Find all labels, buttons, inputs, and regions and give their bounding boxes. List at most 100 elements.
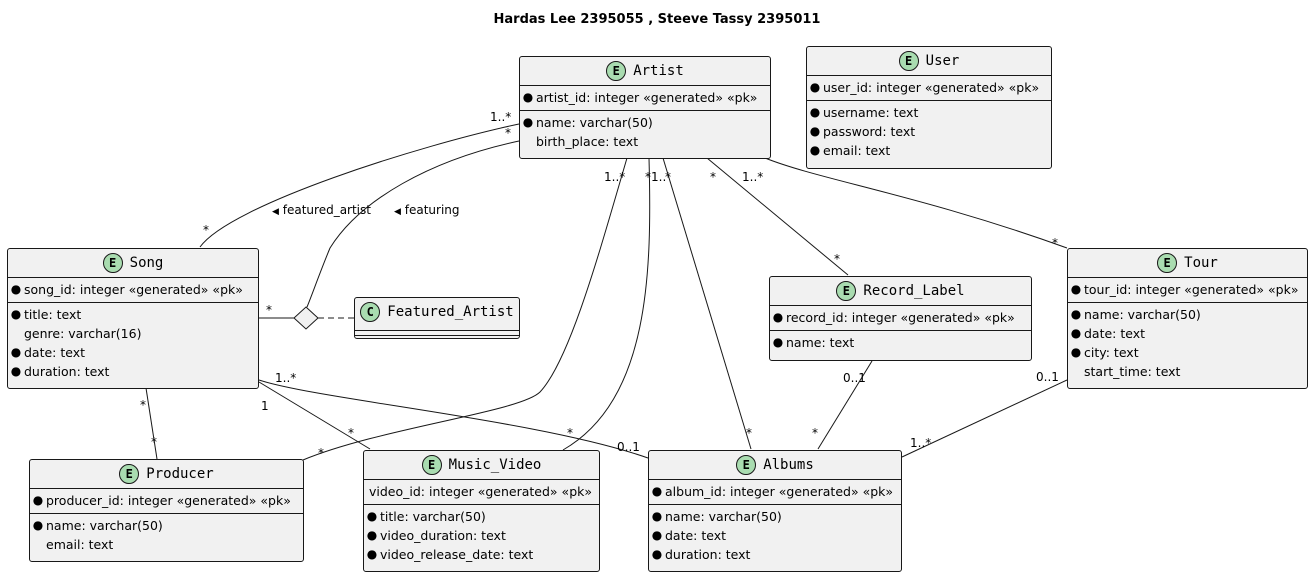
edge-tour-albums xyxy=(901,379,1068,458)
multiplicity-label: * xyxy=(567,426,573,440)
entity-record-label[interactable]: E Record_Label ●record_id: integer «gener… xyxy=(769,276,1032,361)
diagram-title: Hardas Lee 2395055 , Steeve Tassy 239501… xyxy=(493,12,821,27)
entity-name: Producer xyxy=(146,466,214,482)
attribute-row: ●video_release_date: text xyxy=(366,547,534,562)
entity-tour[interactable]: E Tour ●tour_id: integer «generated» «pk»… xyxy=(1067,248,1308,389)
multiplicity-label: * xyxy=(151,435,157,449)
attribute-row: ●title: text xyxy=(10,307,82,322)
attribute-row: ●title: varchar(50) xyxy=(366,509,486,524)
attribute-row: email: text xyxy=(46,537,114,552)
entity-name: Tour xyxy=(1184,255,1218,271)
edge-artist-record xyxy=(706,157,849,276)
entity-albums[interactable]: E Albums ●album_id: integer «generated» «… xyxy=(648,450,902,572)
edge-song-video xyxy=(258,381,371,450)
edge-record-albums xyxy=(817,360,873,450)
multiplicity-label: 1..* xyxy=(910,436,932,450)
attribute-row: ●artist_id: integer «generated» «pk» xyxy=(522,90,758,105)
attribute-row: ●email: text xyxy=(809,143,891,158)
entity-name: Record_Label xyxy=(863,283,965,299)
relation-label-featured-artist: ◀ featured_artist xyxy=(272,203,371,217)
attribute-row: birth_place: text xyxy=(536,134,639,149)
entity-name: User xyxy=(925,53,960,69)
multiplicity-label: 1..* xyxy=(490,110,512,124)
entity-artist[interactable]: E Artist ●artist_id: integer «generated» … xyxy=(519,56,771,159)
attribute-row: ●date: text xyxy=(1070,326,1146,341)
entity-featured-artist[interactable]: C Featured_Artist xyxy=(354,297,520,339)
attribute-row: ●song_id: integer «generated» «pk» xyxy=(10,282,243,297)
entity-icon: E xyxy=(606,61,627,81)
entity-icon: E xyxy=(1157,253,1178,273)
edge-featuring xyxy=(306,140,520,308)
attribute-row: ●name: varchar(50) xyxy=(651,509,782,524)
association-diamond xyxy=(293,306,319,330)
attribute-row: ●date: text xyxy=(10,345,86,360)
attribute-row: ●video_duration: text xyxy=(366,528,506,543)
attribute-row: ●name: varchar(50) xyxy=(32,518,163,533)
attribute-row: ●username: text xyxy=(809,105,919,120)
relation-label-featuring: ◀ featuring xyxy=(394,203,460,217)
entity-producer[interactable]: E Producer ●producer_id: integer «generat… xyxy=(29,459,304,562)
attribute-row: ●producer_id: integer «generated» «pk» xyxy=(32,493,291,508)
edge-artist-video xyxy=(562,157,651,451)
multiplicity-label: * xyxy=(710,170,716,184)
attribute-row: ●name: varchar(50) xyxy=(1070,307,1201,322)
multiplicity-label: * xyxy=(1052,236,1058,250)
attribute-row: ●duration: text xyxy=(651,547,751,562)
multiplicity-label: * xyxy=(746,426,752,440)
entity-name: Featured_Artist xyxy=(387,304,514,320)
attribute-row: ●record_id: integer «generated» «pk» xyxy=(772,310,1015,325)
direction-arrow-icon: ◀ xyxy=(394,207,401,217)
attribute-row: ●password: text xyxy=(809,124,916,139)
multiplicity-label: 0..1 xyxy=(1036,370,1059,384)
multiplicity-label: * xyxy=(140,398,146,412)
multiplicity-label: * xyxy=(812,426,818,440)
multiplicity-label: 0..1 xyxy=(843,371,866,385)
entity-icon: E xyxy=(421,455,442,475)
multiplicity-label: * xyxy=(834,252,840,266)
edge-artist-producer xyxy=(302,157,628,461)
attribute-row: ●date: text xyxy=(651,528,727,543)
attribute-row: genre: varchar(16) xyxy=(24,326,142,341)
entity-icon: E xyxy=(736,455,757,475)
entity-icon: E xyxy=(836,281,857,301)
multiplicity-label: * xyxy=(318,446,324,460)
edge-artist-albums xyxy=(662,157,752,450)
attribute-row: ●album_id: integer «generated» «pk» xyxy=(651,484,894,499)
entity-name: Music_Video xyxy=(448,457,542,473)
attribute-row: start_time: text xyxy=(1084,364,1181,379)
attribute-row: ●name: text xyxy=(772,335,855,350)
edge-song-albums xyxy=(258,379,649,459)
multiplicity-label: * xyxy=(203,223,209,237)
multiplicity-label: 1..* xyxy=(742,170,764,184)
attribute-row: ●tour_id: integer «generated» «pk» xyxy=(1070,282,1299,297)
multiplicity-label: * xyxy=(505,126,511,140)
edge-artist-tour xyxy=(764,157,1068,249)
entity-name: Artist xyxy=(633,63,684,79)
direction-arrow-icon: ◀ xyxy=(272,207,279,217)
multiplicity-label: 1 xyxy=(261,399,269,413)
attribute-row: ●name: varchar(50) xyxy=(522,115,653,130)
entity-name: Song xyxy=(129,255,164,271)
edge-song-producer xyxy=(145,387,158,460)
multiplicity-label: 1..* xyxy=(275,371,297,385)
entity-icon: E xyxy=(119,464,140,484)
multiplicity-label: * xyxy=(266,303,272,317)
multiplicity-label: 0..1 xyxy=(617,440,640,454)
entity-song[interactable]: E Song ●song_id: integer «generated» «pk»… xyxy=(7,248,259,389)
attribute-row: ●city: text xyxy=(1070,345,1139,360)
multiplicity-label: * xyxy=(665,170,671,184)
class-icon: C xyxy=(360,302,381,322)
attribute-row: video_id: integer «generated» «pk» xyxy=(369,484,593,499)
entity-icon: E xyxy=(102,253,123,273)
multiplicity-label: * xyxy=(645,170,651,184)
multiplicity-label: * xyxy=(348,426,354,440)
attribute-row: ●user_id: integer «generated» «pk» xyxy=(809,80,1040,95)
entity-name: Albums xyxy=(763,457,814,473)
attribute-row: ●duration: text xyxy=(10,364,110,379)
multiplicity-label: 1..* xyxy=(604,170,626,184)
entity-user[interactable]: E User ●user_id: integer «generated» «pk»… xyxy=(806,46,1052,169)
entity-music-video[interactable]: E Music_Video video_id: integer «generate… xyxy=(363,450,600,572)
edge-artist-song xyxy=(199,123,520,248)
entity-icon: E xyxy=(898,51,919,71)
